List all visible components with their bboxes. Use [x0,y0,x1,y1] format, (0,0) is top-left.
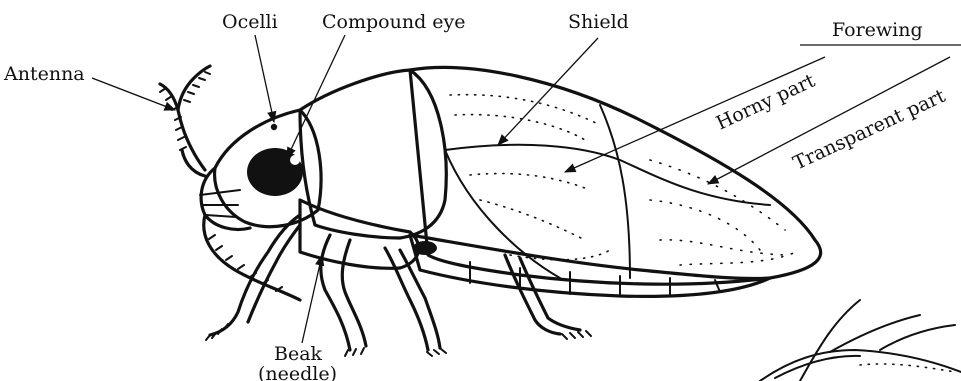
antenna-pointer [92,78,175,110]
leader-lines [92,35,961,343]
label-forewing: Forewing [832,19,923,41]
wing-vein-cross [600,105,630,278]
label-shield: Shield [568,11,629,33]
label-beak: Beak [274,343,323,365]
label-antenna: Antenna [3,63,85,85]
beak-pointer [302,255,322,343]
label-ocelli: Ocelli [222,11,278,33]
ocelli-pointer [255,35,274,122]
antenna [160,66,210,176]
label-beak-needle: (needle) [258,363,337,381]
body [160,66,770,356]
second-insect-fragment [760,300,961,381]
legs [206,215,591,356]
spiracle [413,241,437,255]
label-compound-eye: Compound eye [322,11,466,33]
label-horny-part: Horny part [713,70,819,135]
ocellus [271,124,277,130]
label-transparent-part: Transparent part [790,85,949,175]
shield-pointer [498,38,598,145]
